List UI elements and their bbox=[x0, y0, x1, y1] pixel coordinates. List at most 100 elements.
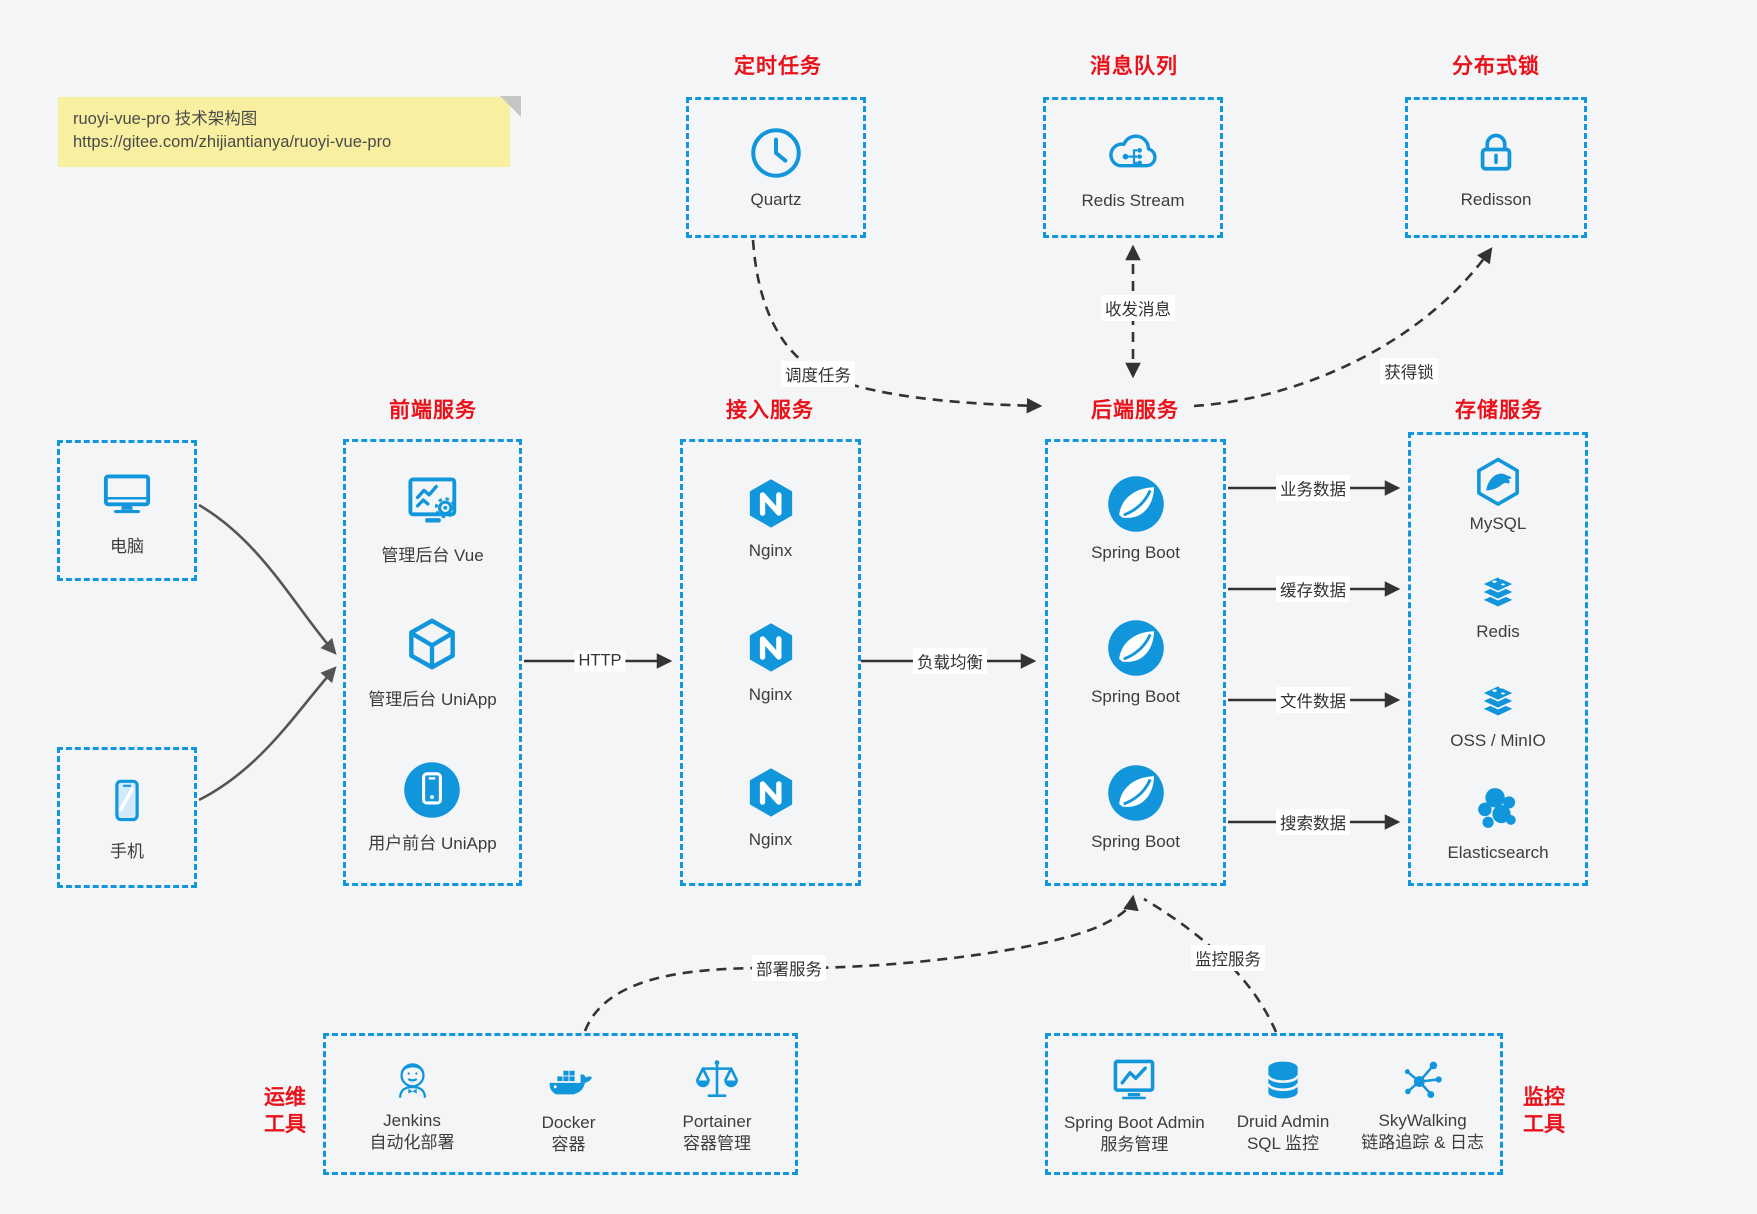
edge-label-monitor-service: 监控服务 bbox=[1191, 945, 1265, 971]
frontend-item-admin-vue: 管理后台 Vue bbox=[381, 471, 484, 566]
elasticsearch-label: Elasticsearch bbox=[1447, 843, 1549, 863]
phone-client-box: 手机 bbox=[57, 747, 197, 888]
topology-icon bbox=[1398, 1055, 1448, 1105]
title-scheduled-tasks: 定时任务 bbox=[734, 55, 822, 78]
storage-stack-icon bbox=[1472, 674, 1524, 726]
phone-client-label: 手机 bbox=[110, 841, 144, 861]
quartz-box: Quartz bbox=[686, 97, 866, 238]
title-backend-services: 后端服务 bbox=[1091, 399, 1179, 422]
nginx-icon bbox=[742, 764, 800, 822]
edge-deploy-service-curve bbox=[583, 894, 1139, 1032]
admin-uniapp-label: 管理后台 UniApp bbox=[368, 689, 497, 709]
redis-stream-box: Redis Stream bbox=[1043, 97, 1223, 238]
access-item-nginx-3: Nginx bbox=[742, 764, 800, 850]
edge-acquire-lock-curve bbox=[1193, 247, 1493, 408]
admin-vue-icon bbox=[402, 471, 464, 533]
springboot-label: Spring Boot bbox=[1091, 687, 1180, 707]
redis-label: Redis bbox=[1476, 622, 1520, 642]
access-item-nginx-1: Nginx bbox=[742, 475, 800, 561]
edge-label-http: HTTP bbox=[574, 650, 626, 672]
title-distributed-lock: 分布式锁 bbox=[1452, 55, 1540, 78]
title-message-queue: 消息队列 bbox=[1090, 55, 1178, 78]
desktop-icon bbox=[98, 465, 156, 523]
mysql-label: MySQL bbox=[1469, 513, 1527, 533]
storage-item-oss: OSS / MinIO bbox=[1450, 674, 1546, 751]
quartz-label: Quartz bbox=[750, 190, 802, 209]
database-icon bbox=[1257, 1054, 1309, 1106]
redisson-label: Redisson bbox=[1460, 190, 1532, 209]
user-uniapp-label: 用户前台 UniApp bbox=[368, 834, 497, 854]
monitor-side-line1: 监控 bbox=[1523, 1086, 1565, 1109]
access-item-nginx-2: Nginx bbox=[742, 619, 800, 705]
ops-item-jenkins: Jenkins 自动化部署 bbox=[370, 1055, 455, 1153]
monitor-tools-side-label: 监控 工具 bbox=[1511, 1084, 1577, 1138]
ops-side-line1: 运维 bbox=[264, 1086, 306, 1109]
nginx-icon bbox=[742, 619, 800, 677]
ops-tools-side-label: 运维 工具 bbox=[252, 1084, 318, 1138]
monitor-item-sba: Spring Boot Admin 服务管理 bbox=[1064, 1053, 1205, 1155]
lock-icon bbox=[1468, 125, 1524, 181]
jenkins-desc: 自动化部署 bbox=[369, 1132, 455, 1152]
monitor-side-line2: 工具 bbox=[1523, 1113, 1565, 1136]
edge-label-cache-data: 缓存数据 bbox=[1276, 576, 1350, 602]
spring-icon bbox=[1105, 617, 1167, 679]
cloud-network-icon bbox=[1104, 124, 1162, 182]
jenkins-icon bbox=[387, 1055, 437, 1105]
frontend-services-box: 管理后台 Vue 管理后台 UniApp 用户前台 UniApp bbox=[343, 439, 522, 886]
title-access-services: 接入服务 bbox=[726, 399, 814, 422]
druid-desc: SQL 监控 bbox=[1246, 1133, 1320, 1153]
access-services-box: Nginx Nginx Nginx bbox=[680, 439, 861, 886]
edge-label-send-receive-message: 收发消息 bbox=[1101, 295, 1175, 321]
skywalking-desc: 链路追踪 & 日志 bbox=[1361, 1132, 1485, 1152]
phone-icon bbox=[100, 774, 154, 828]
nginx-label: Nginx bbox=[748, 541, 793, 561]
elasticsearch-icon bbox=[1470, 782, 1526, 838]
clock-icon bbox=[748, 125, 804, 181]
edge-pc-to-frontend bbox=[198, 503, 337, 655]
sba-name: Spring Boot Admin bbox=[1063, 1113, 1205, 1132]
nginx-icon bbox=[742, 475, 800, 533]
edge-label-schedule-task: 调度任务 bbox=[781, 361, 855, 387]
ops-item-docker: Docker 容器 bbox=[542, 1053, 596, 1155]
uniapp-cube-icon bbox=[401, 615, 463, 677]
scale-icon bbox=[691, 1054, 743, 1106]
edge-label-business-data: 业务数据 bbox=[1276, 475, 1350, 501]
monitor-tools-box: Spring Boot Admin 服务管理 Druid Admin SQL 监… bbox=[1045, 1033, 1503, 1175]
edge-label-file-data: 文件数据 bbox=[1276, 687, 1350, 713]
storage-item-redis: Redis bbox=[1472, 565, 1524, 642]
monitor-item-skywalking: SkyWalking 链路追踪 & 日志 bbox=[1361, 1055, 1484, 1153]
monitor-chart-icon bbox=[1107, 1053, 1161, 1107]
docker-desc: 容器 bbox=[551, 1134, 586, 1154]
springboot-label: Spring Boot bbox=[1091, 831, 1180, 851]
springboot-label: Spring Boot bbox=[1091, 543, 1180, 563]
edge-label-load-balance: 负载均衡 bbox=[913, 648, 987, 674]
storage-item-elasticsearch: Elasticsearch bbox=[1447, 782, 1549, 863]
title-storage-services: 存储服务 bbox=[1455, 399, 1543, 422]
storage-services-box: MySQL Redis OSS / MinIO Elasticsearch bbox=[1408, 432, 1588, 886]
oss-minio-label: OSS / MinIO bbox=[1450, 730, 1546, 750]
title-frontend-services: 前端服务 bbox=[389, 399, 477, 422]
sba-desc: 服务管理 bbox=[1100, 1134, 1169, 1154]
nginx-label: Nginx bbox=[748, 685, 793, 705]
edge-label-acquire-lock: 获得锁 bbox=[1380, 358, 1438, 384]
storage-stack-icon bbox=[1472, 565, 1524, 617]
spring-icon bbox=[1105, 473, 1167, 535]
ops-tools-box: Jenkins 自动化部署 Docker 容器 Portainer 容器管理 bbox=[323, 1033, 798, 1175]
jenkins-name: Jenkins bbox=[383, 1111, 441, 1130]
portainer-desc: 容器管理 bbox=[682, 1133, 751, 1153]
ops-item-portainer: Portainer 容器管理 bbox=[682, 1054, 751, 1154]
spring-icon bbox=[1105, 762, 1167, 824]
admin-vue-label: 管理后台 Vue bbox=[381, 545, 484, 565]
monitor-item-druid: Druid Admin SQL 监控 bbox=[1236, 1054, 1330, 1154]
note-title: ruoyi-vue-pro 技术架构图 bbox=[73, 110, 258, 128]
druid-name: Druid Admin bbox=[1236, 1112, 1330, 1131]
redisson-box: Redisson bbox=[1405, 97, 1587, 238]
backend-item-springboot-1: Spring Boot bbox=[1091, 473, 1180, 563]
storage-item-mysql: MySQL bbox=[1469, 455, 1527, 534]
mysql-icon bbox=[1471, 455, 1525, 509]
nginx-label: Nginx bbox=[748, 829, 793, 849]
backend-item-springboot-2: Spring Boot bbox=[1091, 617, 1180, 707]
backend-item-springboot-3: Spring Boot bbox=[1091, 762, 1180, 852]
edge-phone-to-frontend bbox=[198, 666, 337, 802]
